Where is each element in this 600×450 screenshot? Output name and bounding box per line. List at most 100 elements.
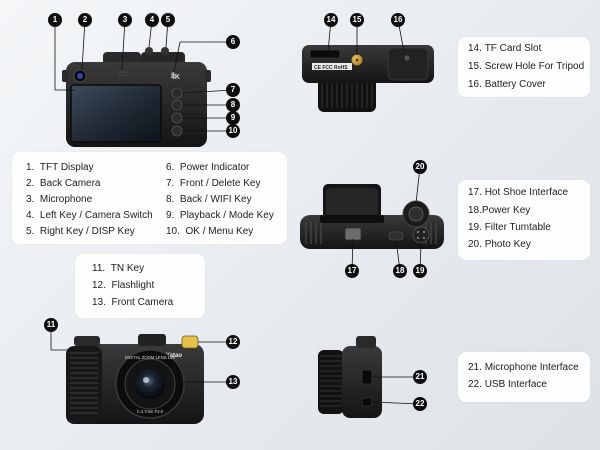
legend-item-1: 1. TFT Display [26, 162, 94, 174]
badge-10: 10 [226, 124, 240, 138]
front-grip-texture [70, 352, 98, 414]
lens-ring-text: DIGITAL ZOOM LENS 18X [125, 355, 175, 360]
microphone-holes [119, 71, 127, 76]
tf-card-slot [309, 49, 341, 59]
legend-label: Filter Tumtable [484, 222, 551, 233]
badge-4: 4 [145, 13, 159, 27]
badge-7: 7 [226, 83, 240, 97]
legend-panel-front: 11. TN Key 12. Flashlight 13. Front Came… [75, 254, 205, 318]
badge-22: 22 [413, 397, 427, 411]
strap-lug-right [205, 70, 211, 82]
hot-shoe [344, 227, 362, 241]
legend-panel-top: 17. Hot Shoe Interface 18.Power Key 19. … [458, 180, 590, 260]
legend-label: Flashlight [111, 280, 155, 291]
left-top-key [145, 47, 153, 55]
legend-label: Right Key / DISP Key [39, 226, 135, 237]
badge-3: 3 [118, 13, 132, 27]
legend-num: 12. [92, 280, 106, 291]
top-grip-ridges [305, 222, 437, 244]
badge-14: 14 [324, 13, 338, 27]
legend-item-18: 18.Power Key [468, 205, 530, 217]
legend-label: Front / Delete Key [179, 178, 261, 189]
legend-num: 22. [468, 379, 482, 390]
legend-num: 4. [26, 210, 35, 221]
side-top-dial [356, 336, 376, 348]
badge-2: 2 [78, 13, 92, 27]
legend-num: 19. [468, 222, 482, 233]
legend-label: Battery Cover [484, 79, 546, 90]
tn-key-dial [74, 336, 100, 346]
back-mode-label: 4K [171, 74, 180, 81]
badge-21: 21 [413, 370, 427, 384]
badge-6: 6 [226, 35, 240, 49]
power-indicator-led [171, 72, 175, 76]
legend-num: 16. [468, 79, 482, 90]
legend-num: 9. [166, 210, 175, 221]
front-grip [66, 346, 102, 424]
legend-num: 3. [26, 194, 35, 205]
legend-item-4: 4. Left Key / Camera Switch [26, 210, 153, 222]
legend-label: TFT Display [39, 162, 94, 173]
power-key [388, 231, 404, 241]
bottom-label-sticker [312, 63, 352, 70]
top-lens-ring [326, 188, 378, 218]
legend-num: 2. [26, 178, 35, 189]
back-button-column [171, 87, 183, 137]
camera-side-view [318, 336, 382, 418]
side-lens-ridges [320, 355, 342, 407]
legend-num: 5. [26, 226, 35, 237]
legend-item-17: 17. Hot Shoe Interface [468, 187, 568, 199]
legend-panel-side: 21. Microphone Interface 22. USB Interfa… [458, 352, 590, 402]
filter-turntable-dots [417, 231, 425, 239]
legend-label: Power Key [481, 205, 531, 216]
battery-cover-latch [404, 55, 410, 61]
side-lens-barrel [318, 350, 344, 414]
legend-item-16: 16. Battery Cover [468, 79, 546, 91]
filter-turntable [412, 226, 430, 244]
legend-label: TF Card Slot [484, 43, 542, 54]
camera-top-view [300, 184, 444, 249]
legend-label: OK / Menu Key [185, 226, 254, 237]
front-lens-glare [143, 377, 149, 383]
photo-key [408, 206, 424, 222]
legend-item-12: 12. Flashlight [92, 280, 154, 292]
front-camera-lens [135, 369, 165, 399]
legend-item-20: 20. Photo Key [468, 239, 531, 251]
usb-interface-port [361, 397, 373, 407]
legend-item-22: 22. USB Interface [468, 379, 547, 391]
bottom-label-text: CE FCC RoHS [314, 65, 348, 71]
legend-item-15: 15. Screw Hole For Tripod [468, 61, 584, 73]
legend-item-14: 14. TF Card Slot [468, 43, 541, 55]
legend-label: Screw Hole For Tripod [484, 61, 585, 72]
badge-20: 20 [413, 160, 427, 174]
legend-label: Microphone [39, 194, 93, 205]
legend-num: 21. [468, 362, 482, 373]
legend-label: TN Key [110, 263, 145, 274]
legend-item-10: 10. OK / Menu Key [166, 226, 253, 238]
legend-num: 13. [92, 297, 106, 308]
lens-spec-text: f=3.7mm F2.0 [137, 409, 164, 414]
camera-bottom-view: CE FCC RoHS [302, 45, 434, 112]
badge-12: 12 [226, 335, 240, 349]
legend-label: Back / WIFI Key [179, 194, 252, 205]
top-lens-mount [320, 215, 384, 223]
badge-13: 13 [226, 375, 240, 389]
legend-num: 11. [92, 263, 106, 274]
legend-label: Microphone Interface [484, 362, 579, 373]
legend-label: Playback / Mode Key [179, 210, 274, 221]
front-brand-label: Yatao [166, 353, 182, 359]
legend-num: 1. [26, 162, 35, 173]
legend-item-9: 9. Playback / Mode Key [166, 210, 274, 222]
legend-num: 18. [468, 205, 482, 216]
legend-num: 17. [468, 187, 482, 198]
tripod-screw-center [355, 58, 359, 62]
legend-item-6: 6. Power Indicator [166, 162, 249, 174]
right-top-key [161, 47, 169, 55]
legend-item-13: 13. Front Camera [92, 297, 173, 309]
badge-9: 9 [226, 111, 240, 125]
legend-item-19: 19. Filter Tumtable [468, 222, 551, 234]
badge-5: 5 [161, 13, 175, 27]
legend-item-3: 3. Microphone [26, 194, 92, 206]
legend-num: 20. [468, 239, 482, 250]
